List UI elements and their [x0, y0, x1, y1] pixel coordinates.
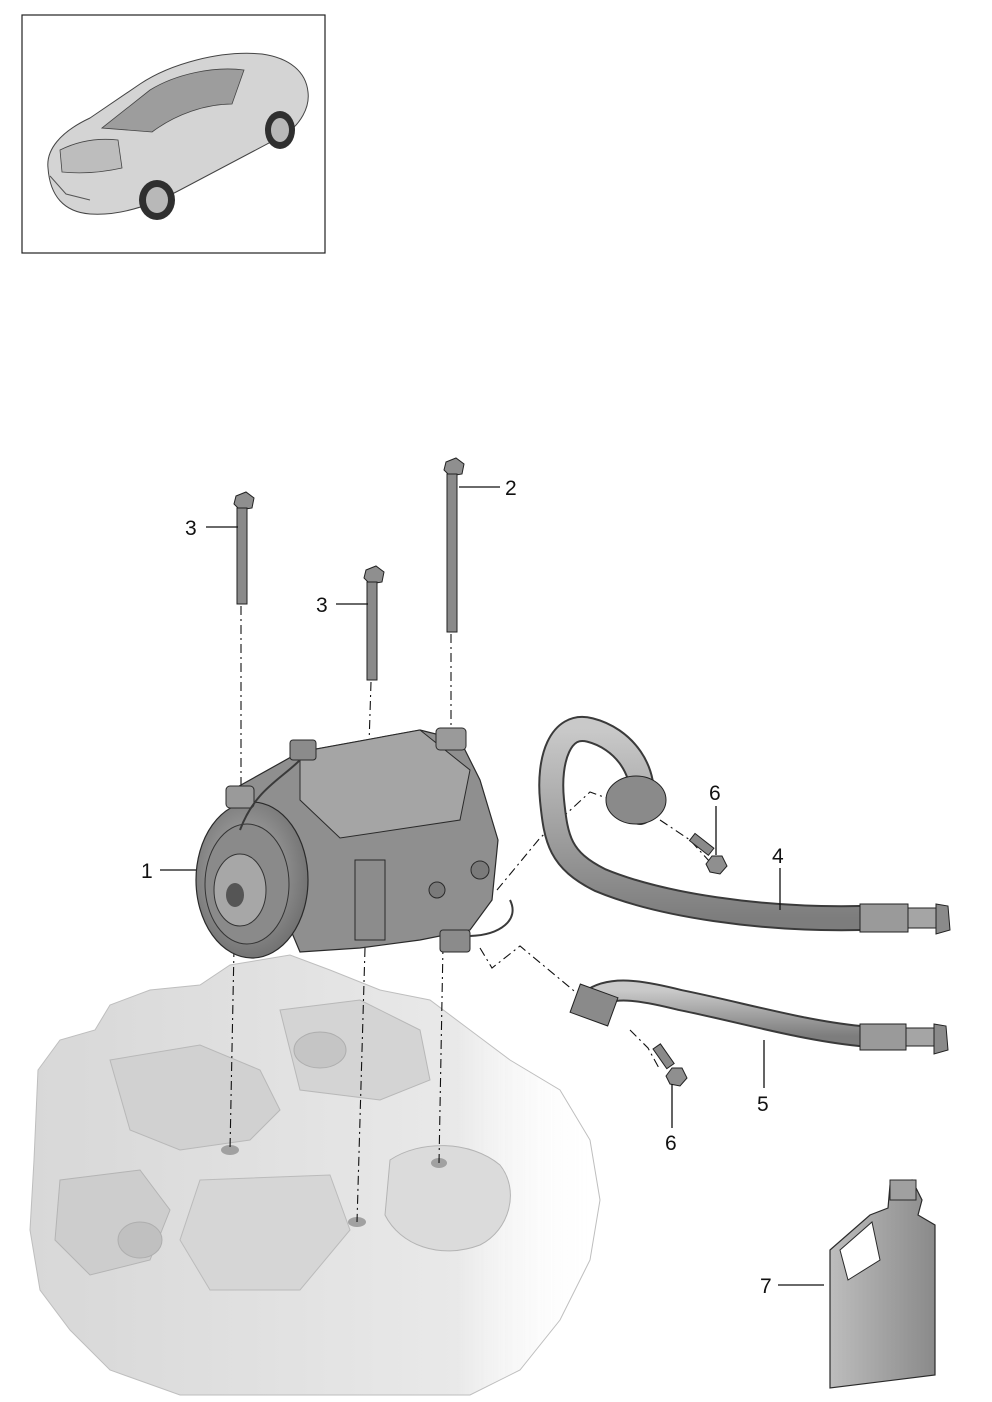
refrigerant-line-4 — [538, 716, 951, 935]
callout-6-upper: 6 — [709, 782, 721, 805]
bolt-6-lower — [652, 1043, 688, 1087]
callout-3-left: 3 — [185, 517, 197, 540]
sensor-plug — [439, 929, 471, 953]
callout-5: 5 — [757, 1093, 769, 1116]
callout-2: 2 — [505, 477, 517, 500]
vehicle-thumbnail — [21, 14, 326, 254]
mount-hole-1 — [221, 1145, 239, 1155]
refrigerant-line-5 — [569, 979, 949, 1055]
callout-4: 4 — [772, 845, 784, 868]
callout-7: 7 — [760, 1275, 772, 1298]
callout-1: 1 — [141, 860, 153, 883]
callout-6-lower: 6 — [665, 1132, 677, 1155]
bolt-3-middle — [363, 565, 385, 681]
callout-labels: 1 2 3 3 4 5 6 6 7 — [141, 477, 784, 1298]
ac-compressor — [195, 727, 514, 959]
engine-block — [29, 954, 601, 1396]
bolt-3-left — [233, 491, 255, 605]
callout-leaders — [160, 486, 824, 1286]
callout-3-middle: 3 — [316, 594, 328, 617]
compressor-oil-can — [829, 1179, 936, 1389]
bolt-2 — [443, 457, 465, 633]
mount-hole-3 — [431, 1158, 447, 1168]
car-illustration — [47, 52, 309, 220]
connector-plug — [289, 739, 317, 761]
bolt-6-upper — [688, 832, 728, 875]
